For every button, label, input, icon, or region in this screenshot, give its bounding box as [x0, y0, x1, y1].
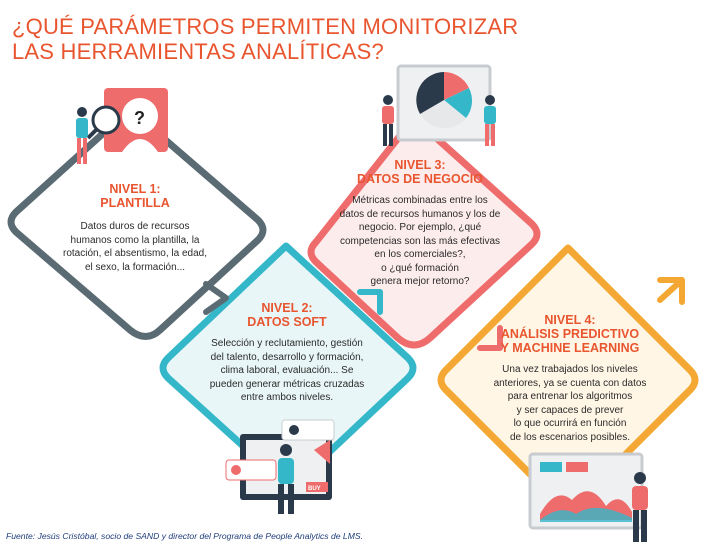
level-3-heading-line-2: DATOS DE NEGOCIO — [357, 172, 483, 186]
level-2-text-line: clima laboral, evaluación... Se — [221, 365, 354, 376]
level-1-text-line: rotación, el absentismo, la edad, — [63, 248, 207, 259]
level-4-text-line: anteriores, ya se cuenta con datos — [494, 378, 647, 389]
level-2-heading-line-1: NIVEL 2: — [261, 301, 312, 315]
level-2-heading-line-2: DATOS SOFT — [247, 315, 326, 329]
level-1-heading-line-2: PLANTILLA — [100, 196, 169, 210]
level-4-text-line: para entrenar los algoritmos — [508, 391, 633, 402]
level-4-description: Una vez trabajados los niveles anteriore… — [482, 363, 658, 444]
level-2-text-line: pueden generar métricas cruzadas — [210, 379, 365, 390]
level-3-heading-line-1: NIVEL 3: — [394, 158, 445, 172]
arrow-to-level-4 — [660, 280, 682, 302]
level-2-text-line: Selección y reclutamiento, gestión — [211, 338, 363, 349]
source-footnote: Fuente: Jesús Cristóbal, socio de SAND y… — [6, 531, 363, 541]
level-1-text-line: el sexo, la formación... — [85, 262, 185, 273]
level-3-text-line: en los comerciales?, — [374, 249, 465, 260]
level-4-heading: NIVEL 4: ANÁLISIS PREDICTIVO Y MACHINE L… — [482, 313, 658, 355]
level-1-heading-line-1: NIVEL 1: — [109, 182, 160, 196]
level-1-text-line: humanos como la plantilla, la — [71, 235, 200, 246]
level-3-text-line: o ¿qué formación — [381, 263, 459, 274]
level-4-text-line: lo que ocurrirá en función — [514, 418, 627, 429]
level-3-block: NIVEL 3: DATOS DE NEGOCIO Métricas combi… — [330, 158, 510, 289]
level-3-text-line: datos de recursos humanos y los de — [340, 209, 501, 220]
level-3-description: Métricas combinadas entre los datos de r… — [330, 194, 510, 289]
level-3-text-line: Métricas combinadas entre los — [352, 195, 488, 206]
level-3-text-line: negocio. Por ejemplo, ¿qué — [359, 222, 481, 233]
buy-label: BUY — [308, 486, 321, 492]
level-4-heading-line-2: ANÁLISIS PREDICTIVO — [501, 327, 639, 341]
person-dashboard-icon — [530, 454, 648, 542]
level-2-block: NIVEL 2: DATOS SOFT Selección y reclutam… — [194, 301, 380, 405]
level-2-heading: NIVEL 2: DATOS SOFT — [194, 301, 380, 329]
level-4-heading-line-1: NIVEL 4: — [544, 313, 595, 327]
level-2-text-line: entre ambos niveles. — [241, 392, 333, 403]
level-1-text-line: Datos duros de recursos — [81, 221, 190, 232]
level-1-description: Datos duros de recursos humanos como la … — [50, 220, 220, 274]
level-4-text-line: de los escenarios posibles. — [510, 432, 630, 443]
level-4-block: NIVEL 4: ANÁLISIS PREDICTIVO Y MACHINE L… — [482, 313, 658, 444]
level-4-text-line: Una vez trabajados los niveles — [502, 364, 638, 375]
level-1-heading: NIVEL 1: PLANTILLA — [50, 182, 220, 210]
level-4-heading-line-3: Y MACHINE LEARNING — [501, 341, 640, 355]
level-2-text-line: del talento, desarrollo y formación, — [211, 352, 364, 363]
level-3-text-line: competencias son las más efectivas — [340, 236, 500, 247]
level-3-text-line: genera mejor retorno? — [371, 276, 470, 287]
level-3-heading: NIVEL 3: DATOS DE NEGOCIO — [330, 158, 510, 186]
level-4-text-line: y ser capaces de prever — [517, 405, 624, 416]
level-1-block: NIVEL 1: PLANTILLA Datos duros de recurs… — [50, 182, 220, 274]
svg-text:?: ? — [134, 108, 145, 128]
people-pie-chart-icon — [382, 66, 496, 146]
level-2-description: Selección y reclutamiento, gestión del t… — [194, 337, 380, 405]
